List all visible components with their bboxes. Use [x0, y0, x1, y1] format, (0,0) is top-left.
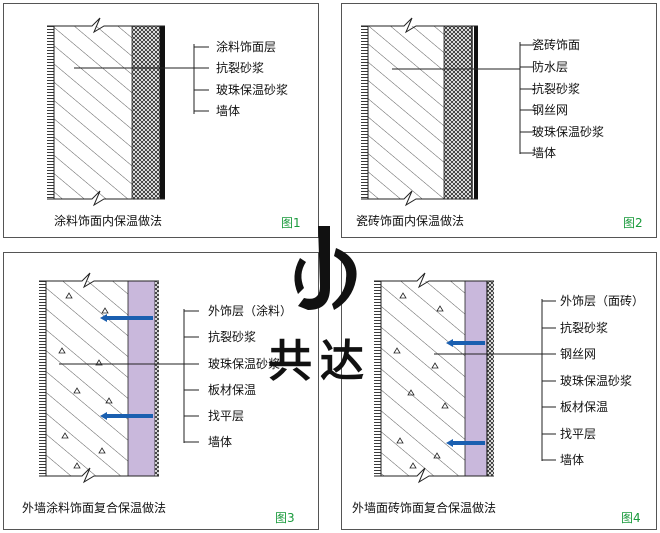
layer-label: 涂料饰面层: [216, 40, 277, 54]
layer-label: 玻珠保温砂浆: [208, 357, 281, 371]
layer-label: 抗裂砂浆: [216, 61, 265, 75]
panel-fig1: 涂料饰面层 抗裂砂浆 玻珠保温砂浆 墙体 涂料饰面内保温做法 图1: [3, 3, 319, 238]
figure-number: 图4: [621, 511, 641, 525]
layer-label: 墙体: [532, 146, 557, 160]
layer-label: 防水层: [532, 60, 569, 74]
panel-fig2: 瓷砖饰面 防水层 抗裂砂浆 钢丝网 玻珠保温砂浆 墙体 瓷砖饰面内保温做法 图2: [341, 3, 657, 238]
panel-caption: 外墙涂料饰面复合保温做法: [22, 501, 167, 515]
section-drawing-fig1: [47, 17, 209, 207]
layer-label: 墙体: [216, 104, 241, 118]
figure-number: 图2: [623, 216, 643, 230]
layer-label: 板材保温: [560, 400, 609, 414]
panel-caption: 瓷砖饰面内保温做法: [356, 214, 465, 228]
brand-logo-icon: [294, 226, 357, 310]
layer-label: 抗裂砂浆: [532, 82, 581, 96]
layer-label: 玻珠保温砂浆: [532, 125, 605, 139]
panel-fig4: 外饰层（面砖） 抗裂砂浆 钢丝网 玻珠保温砂浆 板材保温 找平层 墙体 外墙面砖…: [341, 252, 657, 530]
section-drawing-fig3: [39, 272, 199, 484]
figure-number: 图1: [281, 216, 301, 230]
layer-label: 钢丝网: [532, 103, 569, 117]
layer-label: 外饰层（面砖）: [560, 294, 645, 308]
brand-watermark-text: 共达: [268, 336, 372, 387]
layer-label: 找平层: [560, 427, 597, 441]
layer-label: 抗裂砂浆: [208, 330, 257, 344]
panel-fig3: 外饰层（涂料） 抗裂砂浆 玻珠保温砂浆 板材保温 找平层 墙体 外墙涂料饰面复合…: [3, 252, 319, 530]
section-drawing-fig2: [361, 17, 534, 207]
layer-label: 外饰层（涂料）: [208, 304, 293, 318]
panel-caption: 外墙面砖饰面复合保温做法: [352, 501, 497, 515]
section-drawing-fig4: [374, 272, 556, 484]
layer-label: 玻珠保温砂浆: [560, 374, 633, 388]
layer-label: 墙体: [208, 435, 233, 449]
layer-label: 板材保温: [208, 383, 257, 397]
layer-label: 找平层: [208, 409, 245, 423]
layer-label: 瓷砖饰面: [532, 38, 581, 52]
layer-label: 抗裂砂浆: [560, 321, 609, 335]
figure-number: 图3: [275, 511, 295, 525]
panel-caption: 涂料饰面内保温做法: [54, 214, 163, 228]
layer-label: 墙体: [560, 453, 585, 467]
layer-label: 玻珠保温砂浆: [216, 83, 289, 97]
layer-label: 钢丝网: [560, 347, 597, 361]
